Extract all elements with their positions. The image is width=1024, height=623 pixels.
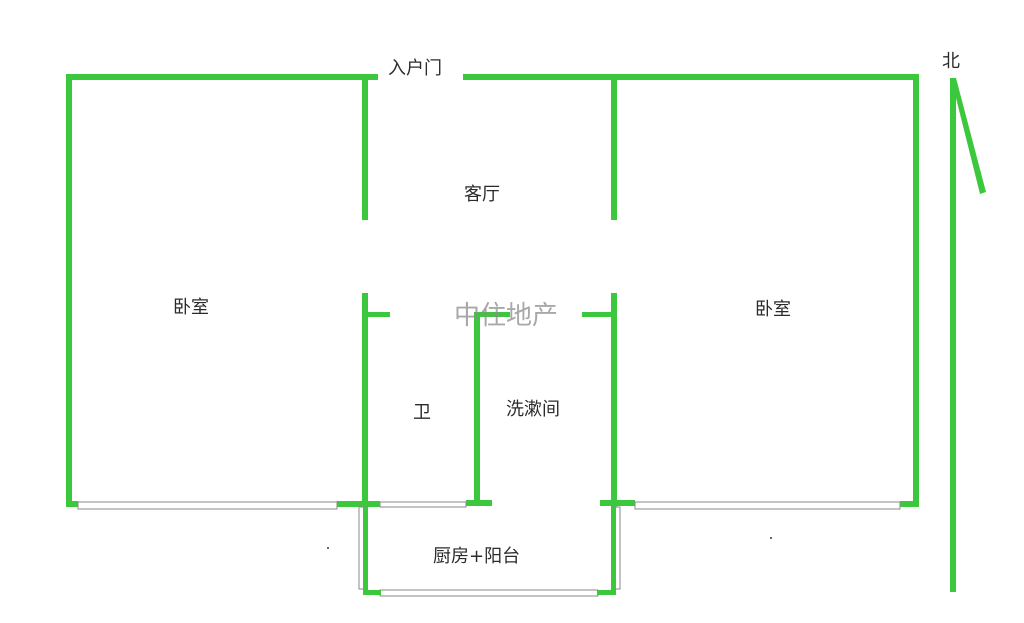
wall-balcony-bottom-left	[363, 590, 381, 595]
wall-right	[913, 74, 919, 506]
north-arrow-icon	[950, 78, 986, 592]
wall-living-left-upper	[362, 80, 368, 220]
wall-left	[66, 74, 72, 506]
label-bedroom-right: 卧室	[755, 299, 791, 320]
label-bedroom-left: 卧室	[173, 297, 209, 318]
wall-balcony-left	[363, 507, 368, 595]
wall-balcony-right	[611, 507, 616, 595]
label-north: 北	[942, 51, 960, 72]
wall-washroom-stub-left	[474, 312, 510, 317]
window-balcony-bottom	[379, 589, 599, 597]
wall-top-left	[66, 74, 378, 80]
window-bedroom-left	[77, 501, 338, 510]
dot-marker-right	[770, 537, 772, 539]
label-kitchen-balcony: 厨房+阳台	[433, 546, 520, 567]
label-entrance-door: 入户门	[388, 58, 442, 79]
window-bathroom	[379, 501, 467, 508]
window-bedroom-right	[634, 501, 901, 510]
wall-washroom-stub-right	[582, 312, 611, 317]
label-bathroom: 卫	[413, 402, 431, 423]
wall-bath-stub	[368, 312, 390, 317]
wall-bottom-right-corner	[900, 501, 919, 507]
wall-bath-washroom	[474, 314, 480, 506]
wall-living-right-upper	[611, 80, 617, 220]
label-washroom: 洗漱间	[506, 399, 560, 420]
wall-bedroom-left-partition	[362, 293, 368, 508]
wall-balcony-bottom-right	[597, 590, 616, 595]
label-living-room: 客厅	[464, 184, 500, 205]
dot-marker-left	[327, 547, 329, 549]
wall-bottom-bath	[466, 500, 492, 506]
wall-bottom-right-mid	[600, 500, 635, 506]
wall-top-right	[463, 74, 919, 80]
watermark-text: 中住地产	[454, 301, 558, 331]
wall-bedroom-right-partition	[611, 293, 617, 508]
wall-bottom-left-mid	[337, 501, 380, 507]
wall-bottom-left-corner	[66, 501, 78, 507]
